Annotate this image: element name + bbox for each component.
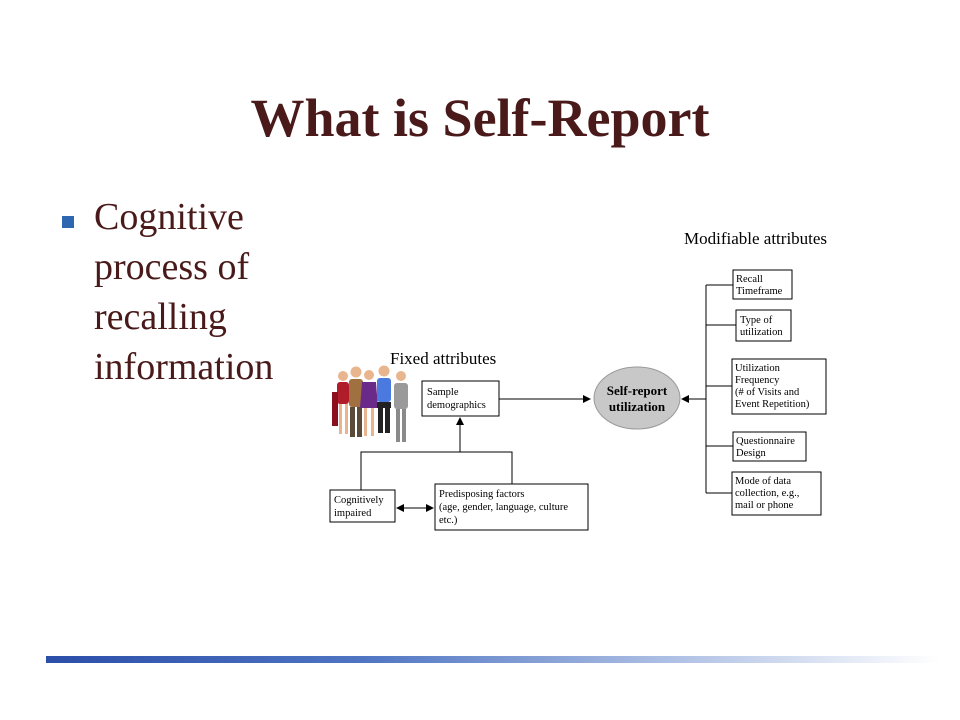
svg-text:Design: Design [736, 448, 766, 459]
svg-text:Questionnaire: Questionnaire [736, 436, 795, 447]
svg-text:Predisposing factors: Predisposing factors [439, 489, 524, 500]
predisposing-factors-box: Predisposing factors (age, gender, langu… [434, 483, 589, 531]
svg-text:demographics: demographics [427, 400, 486, 411]
cognitively-impaired-box: Cognitively impaired [329, 489, 396, 523]
mode-of-data-collection-box: Mode of data collection, e.g., mail or p… [731, 471, 822, 516]
svg-text:(# of Visits and: (# of Visits and [735, 387, 800, 398]
svg-text:Type of: Type of [740, 315, 773, 326]
self-report-utilization-node: Self-report utilization [593, 366, 681, 430]
sample-demographics-box: Sample demographics [421, 380, 500, 417]
svg-text:utilization: utilization [740, 327, 783, 338]
svg-text:mail or phone: mail or phone [735, 500, 794, 511]
svg-text:Event Repetition): Event Repetition) [735, 399, 810, 410]
bullet-text: Cognitive process of recalling informati… [94, 196, 274, 388]
utilization-frequency-box: Utilization Frequency (# of Visits and E… [731, 358, 827, 415]
svg-text:Recall: Recall [736, 274, 763, 285]
svg-text:Timeframe: Timeframe [736, 286, 783, 297]
svg-text:Self-report: Self-report [607, 383, 668, 398]
people-group-icon [332, 365, 408, 442]
svg-text:Sample: Sample [427, 387, 459, 398]
modifiable-attributes-label: Modifiable attributes [684, 229, 827, 248]
svg-text:Mode of data: Mode of data [735, 476, 791, 487]
svg-text:collection, e.g.,: collection, e.g., [735, 488, 799, 499]
svg-text:impaired: impaired [334, 508, 372, 519]
fixed-attributes-label: Fixed attributes [390, 349, 496, 368]
questionnaire-design-box: Questionnaire Design [732, 431, 807, 462]
connector-predisposing [460, 451, 513, 484]
svg-text:Frequency: Frequency [735, 375, 780, 386]
slide-title: What is Self-Report [250, 88, 710, 148]
svg-text:utilization: utilization [609, 399, 666, 414]
square-bullet-icon [62, 216, 74, 228]
svg-text:Utilization: Utilization [735, 363, 781, 374]
recall-timeframe-box: Recall Timeframe [732, 269, 793, 300]
svg-text:(age, gender, language, cultur: (age, gender, language, culture [439, 502, 568, 513]
connector-impaired [360, 451, 460, 490]
svg-text:etc.): etc.) [439, 515, 458, 526]
type-of-utilization-box: Type of utilization [735, 309, 792, 342]
svg-text:Cognitively: Cognitively [334, 495, 384, 506]
footer-gradient-bar [46, 656, 940, 663]
